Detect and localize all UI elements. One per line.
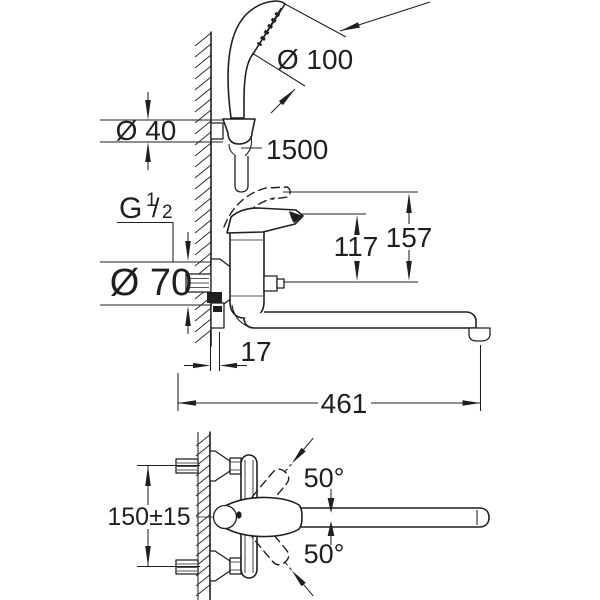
dim-label-150: 150±15	[107, 503, 190, 531]
diverter-knob	[263, 275, 285, 292]
dim-label-angle-up: 50°	[304, 463, 345, 493]
mixer-body-side	[229, 230, 265, 319]
handle-knob-plan	[212, 504, 238, 530]
dim-escutcheon-diameter: Ø 70	[100, 232, 212, 334]
thread-label-denominator: 2	[162, 202, 173, 223]
dim-connection-distance: 150±15	[107, 464, 200, 568]
dim-label-diameter-70: Ø 70	[110, 262, 192, 304]
spout-plan	[252, 507, 490, 528]
hand-shower-view	[210, 0, 286, 193]
wall-bracket	[210, 122, 224, 140]
thread-label-g: G	[119, 192, 142, 225]
dim-shower-head-diameter: Ø 100	[251, 1, 431, 114]
mixer-side-view	[185, 186, 491, 342]
dim-label-hose-length: 1500	[266, 134, 328, 165]
dim-spout-reach: 461	[177, 345, 482, 419]
body-spout-fairing	[231, 304, 255, 329]
dim-label-117: 117	[334, 231, 379, 262]
dim-label-17: 17	[240, 336, 271, 367]
dim-thread-size: G 1 / 2	[117, 190, 174, 262]
dim-label-diameter-100: Ø 100	[277, 44, 353, 75]
shower-holder-cup	[222, 118, 256, 145]
wall-plan-section	[195, 431, 212, 600]
thread-label-slash: /	[152, 193, 160, 223]
hose-transition	[228, 135, 253, 157]
dim-hose-length: 1500	[241, 134, 328, 165]
aerator	[468, 327, 491, 342]
shower-head-outline	[227, 0, 286, 119]
spout-side	[231, 304, 491, 342]
dim-label-157: 157	[386, 222, 433, 253]
thread-label-numerator: 1	[146, 190, 157, 211]
dim-wall-offset: 17	[184, 332, 272, 371]
dim-label-461: 461	[321, 388, 368, 419]
hose-stub	[234, 156, 249, 193]
thread-leader	[117, 221, 174, 262]
lever-handle-side	[226, 207, 304, 234]
dim-heights: 117 157	[283, 191, 433, 283]
mixer-top-view	[175, 431, 490, 600]
dim-label-diameter-40: Ø 40	[116, 115, 177, 146]
dim-holder-diameter: Ø 40	[100, 92, 223, 170]
union-bottom-plan	[175, 550, 242, 582]
union-seal	[207, 292, 222, 303]
dim-label-angle-down: 50°	[304, 539, 345, 569]
dim-swivel-angles: 50° 50°	[304, 463, 345, 569]
